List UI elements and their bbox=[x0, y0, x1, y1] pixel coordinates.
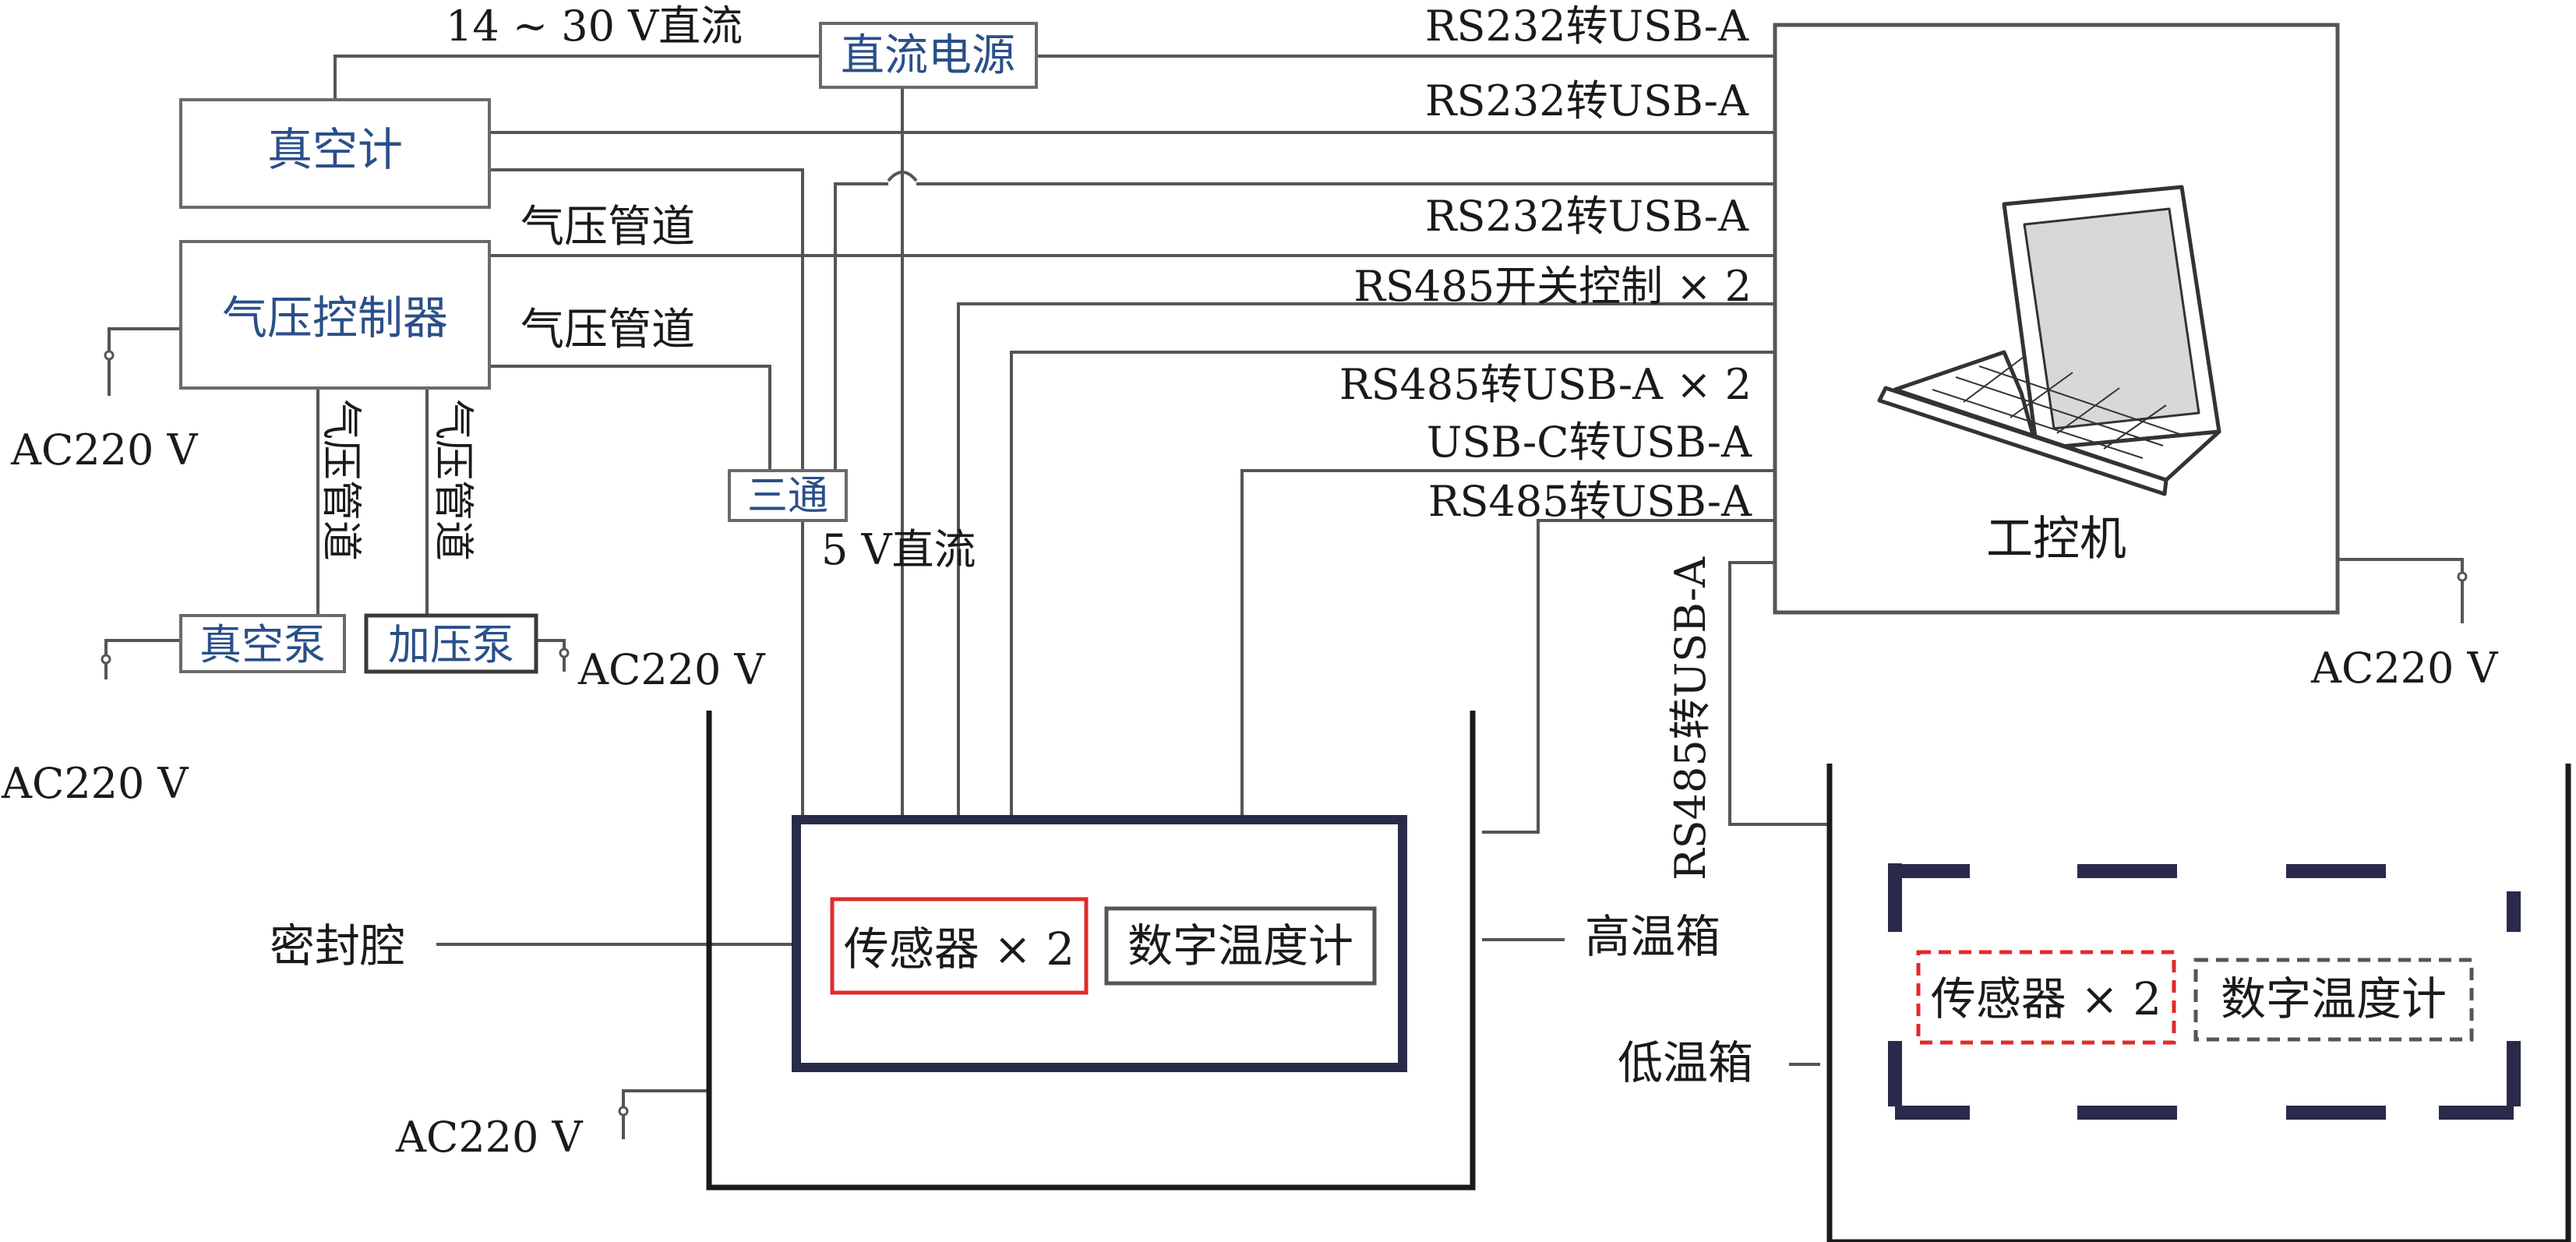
ac-ipc-label: AC220 V bbox=[2310, 644, 2499, 693]
thermometer-low-label: 数字温度计 bbox=[2221, 972, 2447, 1025]
sensor-high-box bbox=[830, 897, 1089, 995]
vacuum-pump-label: 真空泵 bbox=[199, 620, 326, 669]
dc-14-30-label: 14 ~ 30 V直流 bbox=[446, 2, 743, 51]
usbc-usba-label: USB-C转USB-A bbox=[1427, 418, 1752, 467]
thermometer-high-label: 数字温度计 bbox=[1127, 919, 1353, 972]
vacuum-gauge-label: 真空计 bbox=[267, 123, 403, 176]
rs232-label-1: RS232转USB-A bbox=[1425, 2, 1749, 51]
air-pipe-label-2: 气压管道 bbox=[520, 305, 695, 355]
rs485-usb-label: RS485转USB-A bbox=[1428, 477, 1752, 526]
ac-pressure-pump-label: AC220 V bbox=[577, 645, 766, 694]
vacuum-pump-box bbox=[179, 614, 346, 673]
tee-box bbox=[728, 469, 848, 522]
sensor-low-label: 传感器 × 2 bbox=[1931, 972, 2161, 1025]
sensor-low-box bbox=[1916, 950, 2176, 1045]
laptop-icon bbox=[1877, 185, 2221, 496]
low-temp-inner-dashed bbox=[1888, 863, 2521, 1120]
low-temp-chamber-walls bbox=[1826, 764, 2571, 1242]
dc-power-label: 直流电源 bbox=[841, 30, 1015, 81]
dc-5v-label: 5 V直流 bbox=[821, 525, 976, 574]
wires bbox=[101, 55, 2468, 1139]
rs232-label-3: RS232转USB-A bbox=[1425, 192, 1749, 241]
rs232-label-2: RS232转USB-A bbox=[1425, 76, 1749, 125]
pressure-controller-box bbox=[179, 240, 491, 390]
pressure-pump-label: 加压泵 bbox=[388, 620, 514, 669]
thermometer-low-box bbox=[2193, 958, 2474, 1042]
low-temp-chamber-label: 低温箱 bbox=[1618, 1036, 1753, 1089]
air-pipe-vertical-label-1: 气压管道 bbox=[317, 399, 364, 561]
rs485-usb-x2-label: RS485转USB-A × 2 bbox=[1339, 360, 1752, 409]
ac-vacuum-pump-label: AC220 V bbox=[1, 759, 189, 808]
high-temp-chamber-label: 高温箱 bbox=[1585, 910, 1720, 963]
rs485-switch-label: RS485开关控制 × 2 bbox=[1353, 262, 1752, 311]
ac-high-temp-label: AC220 V bbox=[395, 1113, 584, 1162]
pressure-pump-box bbox=[364, 613, 538, 674]
sensor-high-label: 传感器 × 2 bbox=[844, 923, 1075, 976]
air-pipe-label-1: 气压管道 bbox=[520, 202, 695, 252]
ac-controller-label: AC220 V bbox=[10, 425, 199, 475]
sealed-chamber-label: 密封腔 bbox=[270, 919, 405, 972]
high-temp-chamber-walls bbox=[706, 711, 1476, 1191]
thermometer-high-box bbox=[1104, 906, 1377, 986]
pressure-controller-label: 气压控制器 bbox=[222, 291, 448, 344]
ipc-label: 工控机 bbox=[1986, 512, 2126, 566]
vacuum-gauge-box bbox=[179, 98, 491, 209]
dc-power-box bbox=[819, 22, 1038, 89]
rs485-usb-vertical-label: RS485转USB-A bbox=[1666, 556, 1715, 880]
air-pipe-vertical-label-2: 气压管道 bbox=[429, 399, 476, 561]
tee-label: 三通 bbox=[747, 473, 828, 520]
